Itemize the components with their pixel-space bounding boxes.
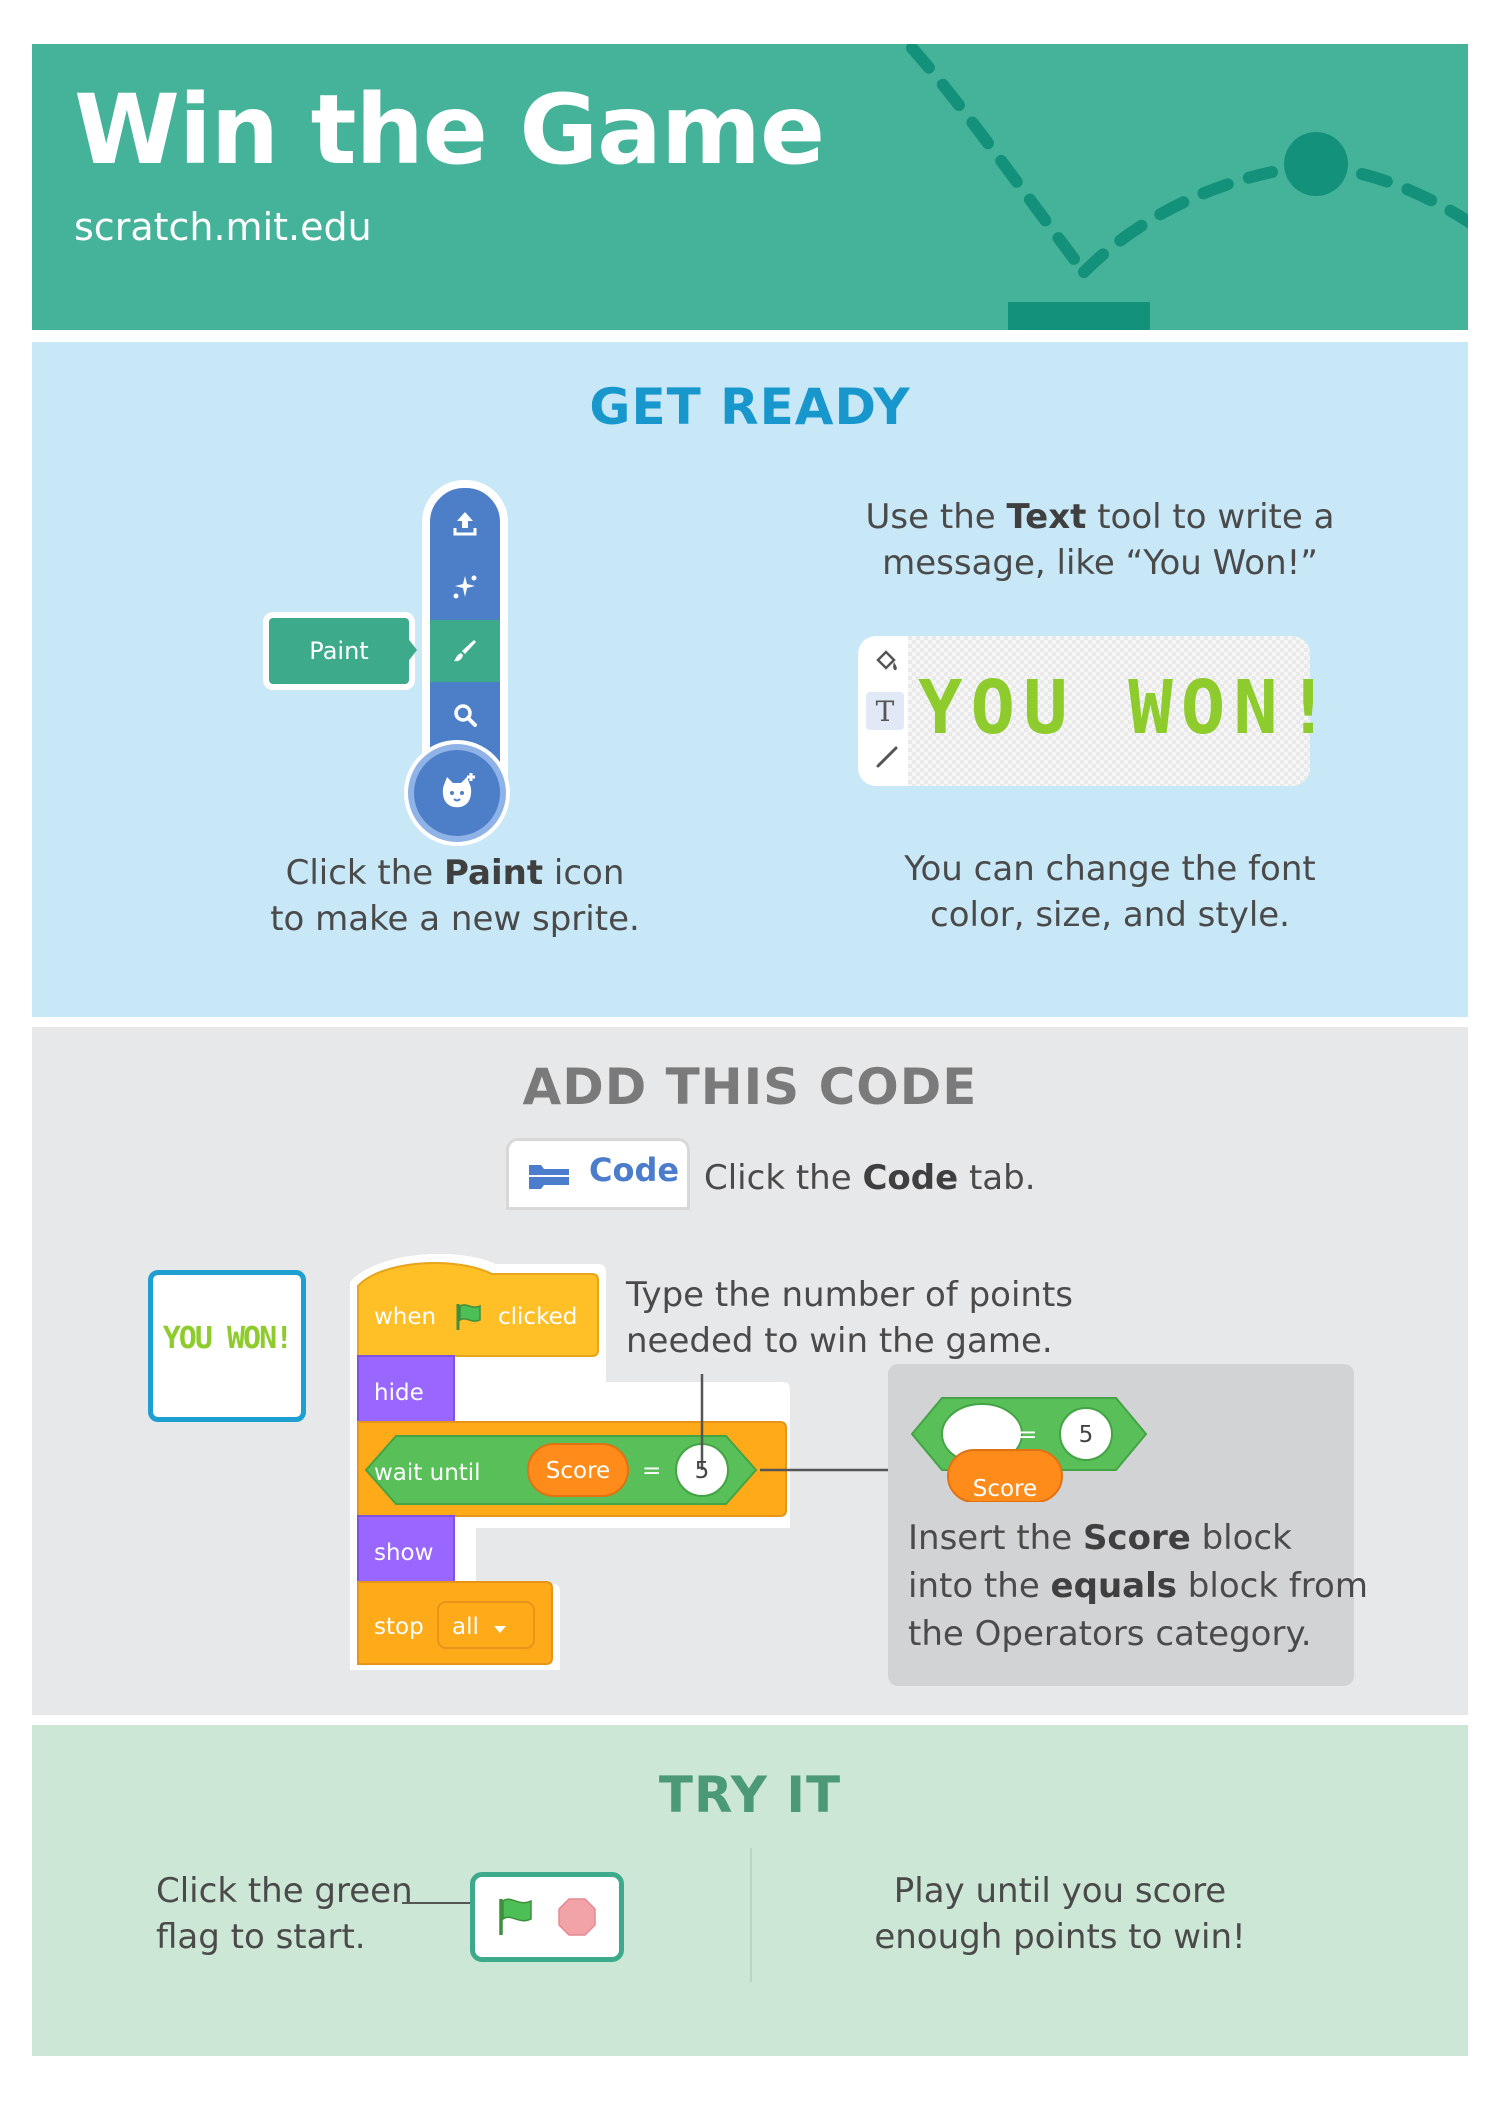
score-example-label: Score bbox=[972, 1476, 1038, 1502]
paint-tooltip-arrow bbox=[403, 632, 417, 668]
wait-until-label: wait until bbox=[374, 1460, 481, 1486]
add-code-heading: ADD THIS CODE bbox=[522, 1058, 978, 1116]
stop-dropdown bbox=[437, 1601, 535, 1649]
code-tab-caption: Click the Code tab. bbox=[704, 1158, 1036, 1198]
connector-lines bbox=[700, 1374, 900, 1472]
score-example-reporter bbox=[947, 1449, 1063, 1502]
paint-canvas[interactable]: YOU WON! bbox=[908, 636, 1330, 786]
value-label[interactable]: 5 bbox=[694, 1458, 710, 1484]
surprise-icon[interactable] bbox=[430, 556, 500, 618]
stop-sign-icon[interactable] bbox=[555, 1895, 599, 1939]
stop-option-label[interactable]: all bbox=[452, 1614, 479, 1640]
header-banner bbox=[32, 44, 1468, 330]
show-label: show bbox=[374, 1540, 434, 1566]
code-tab-label: Code bbox=[589, 1151, 680, 1189]
score-label: Score bbox=[545, 1458, 611, 1484]
green-flag-caption: Click the green flag to start. bbox=[156, 1871, 413, 1957]
code-script bbox=[350, 1253, 790, 1670]
font-caption: You can change the font color, size, and… bbox=[904, 849, 1316, 935]
line-tool-icon[interactable] bbox=[872, 742, 902, 772]
clicked-label: clicked bbox=[498, 1304, 578, 1330]
operator-caption: Insert the Score block into the equals b… bbox=[908, 1518, 1368, 1654]
play-caption: Play until you score enough points to wi… bbox=[874, 1871, 1246, 1957]
score-variable-reporter bbox=[527, 1443, 629, 1497]
get-ready-heading: GET READY bbox=[589, 378, 911, 436]
paint-editor-preview: T YOU WON! bbox=[858, 636, 1330, 786]
cat-sprite-icon[interactable] bbox=[414, 750, 500, 836]
text-tool-icon[interactable]: T bbox=[866, 692, 904, 730]
sprite-thumbnail[interactable]: YOU WON! bbox=[148, 1270, 306, 1422]
value-example-label: 5 bbox=[1078, 1422, 1094, 1448]
equals-example-label: = bbox=[1018, 1422, 1038, 1448]
paint-tooltip: Paint bbox=[263, 612, 415, 690]
divider bbox=[750, 1848, 752, 1982]
stop-label: stop bbox=[374, 1614, 424, 1640]
operator-callout: = 5 Score Insert the Score block into th… bbox=[888, 1364, 1368, 1686]
run-controls bbox=[470, 1872, 624, 1962]
when-label: when bbox=[374, 1304, 437, 1330]
chevron-down-icon bbox=[494, 1626, 506, 1633]
fill-icon[interactable] bbox=[872, 646, 902, 676]
bouncing-ball-trail-decoration bbox=[906, 44, 1468, 330]
equals-label: = bbox=[642, 1458, 662, 1484]
green-flag-icon[interactable] bbox=[493, 1895, 537, 1939]
green-flag-icon bbox=[456, 1304, 481, 1330]
flag-connector-line bbox=[402, 1902, 470, 1904]
hide-label: hide bbox=[374, 1380, 424, 1406]
paint-caption: Click the Paint icon to make a new sprit… bbox=[270, 853, 640, 939]
you-won-text: YOU WON! bbox=[918, 665, 1339, 751]
paint-brush-icon[interactable] bbox=[430, 620, 500, 682]
code-blocks-icon bbox=[529, 1165, 569, 1189]
equals-example-block bbox=[910, 1397, 1148, 1502]
code-tab[interactable]: Code bbox=[506, 1138, 690, 1210]
text-tool-caption: Use the Text tool to write a message, li… bbox=[865, 497, 1335, 583]
site-url: scratch.mit.edu bbox=[74, 205, 372, 249]
upload-icon[interactable] bbox=[430, 492, 500, 554]
try-it-heading: TRY IT bbox=[658, 1766, 842, 1824]
search-icon[interactable] bbox=[430, 684, 500, 746]
points-caption: Type the number of points needed to win … bbox=[626, 1275, 1074, 1361]
page-title: Win the Game bbox=[74, 74, 825, 186]
sprite-you-won-text: YOU WON! bbox=[162, 1321, 294, 1356]
